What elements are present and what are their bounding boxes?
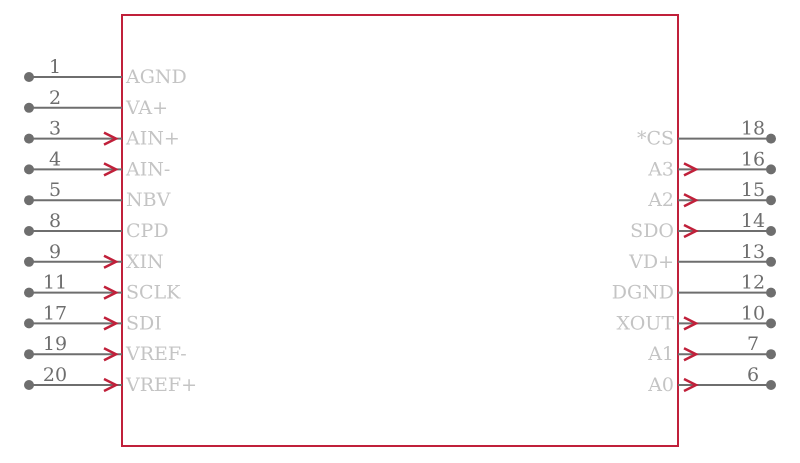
output-arrow-icon [683,347,699,362]
component-body [121,14,679,447]
pin-name: NBV [126,189,171,211]
pin-number: 15 [741,179,765,201]
pin-endpoint-dot [24,226,34,236]
pin-endpoint-dot [24,195,34,206]
pin-number: 13 [741,241,765,263]
pin-name: *CS [637,128,674,150]
pin-number: 6 [747,364,759,386]
pin-number: 3 [49,118,61,140]
input-arrow-icon [103,254,119,269]
pin-9: 9 XIN [24,241,164,273]
pin-name: A0 [647,374,674,396]
pin-name: SDI [126,312,162,334]
output-arrow-icon [683,377,699,393]
pin-endpoint-dot [24,380,34,390]
pin-endpoint-dot [24,318,34,329]
pin-number: 16 [741,148,765,170]
pin-12: 12 DGND [612,272,776,304]
input-arrow-icon [103,162,119,177]
pin-number: 11 [43,272,67,294]
input-arrow-icon [103,347,119,362]
pin-name: SDO [630,220,674,242]
pin-1: 1 AGND [24,56,187,88]
pin-number: 7 [747,333,759,355]
pin-name: SCLK [126,282,181,304]
pin-endpoint-dot [766,133,776,144]
pin-name: AIN+ [125,128,180,150]
pin-3: 3 AIN+ [24,118,180,150]
pin-name: VREF- [125,343,187,365]
pin-number: 9 [49,241,61,263]
pin-endpoint-dot [766,287,776,298]
pin-number: 18 [741,118,765,140]
pin-name: A1 [647,343,674,365]
pin-endpoint-dot [766,256,776,267]
pin-13: 13 VD+ [628,241,776,273]
pin-name: A3 [647,158,674,180]
input-arrow-icon [103,316,119,331]
pin-number: 20 [43,364,67,386]
pin-7: 7 A1 [647,333,776,365]
pin-endpoint-dot [24,287,34,298]
pin-6: 6 A0 [647,364,776,396]
pin-number: 19 [43,333,67,355]
pin-endpoint-dot [24,349,34,360]
pin-name: VREF+ [125,374,197,396]
pin-endpoint-dot [24,164,34,175]
pin-number: 5 [49,179,61,201]
pin-name: VD+ [628,251,674,273]
input-arrow-icon [103,131,119,146]
pin-number: 2 [49,87,61,109]
pin-5: 5 NBV [24,179,171,211]
pin-name: AIN- [125,158,170,180]
pin-16: 16 A3 [647,148,776,180]
pin-14: 14 SDO [630,210,776,242]
input-arrow-icon [103,377,119,393]
pin-endpoint-dot [766,349,776,360]
pin-endpoint-dot [766,195,776,206]
output-arrow-icon [683,193,699,208]
pin-name: DGND [612,282,674,304]
pin-number: 14 [741,210,765,232]
pin-endpoint-dot [24,256,34,267]
pin-15: 15 A2 [647,179,776,211]
pin-10: 10 XOUT [617,302,776,334]
pin-name: A2 [647,189,674,211]
output-arrow-icon [683,316,699,331]
pin-name: XOUT [617,312,675,334]
pin-number: 4 [49,148,61,170]
pin-number: 1 [49,56,61,78]
pin-endpoint-dot [766,164,776,175]
pin-endpoint-dot [24,72,34,82]
pin-2: 2 VA+ [24,87,168,119]
pin-17: 17 SDI [24,302,162,334]
pin-20: 20 VREF+ [24,364,197,396]
pin-number: 12 [741,272,765,294]
pin-number: 8 [49,210,61,232]
pin-19: 19 VREF- [24,333,187,365]
output-arrow-icon [683,162,699,177]
pin-endpoint-dot [766,226,776,236]
pin-number: 17 [43,302,67,324]
pin-name: VA+ [125,97,168,119]
pin-name: XIN [126,251,164,273]
right-pin-group: 18 *CS 16 A3 15 A2 14 SDO 13 VD+ 12 DGND 10 XOUT 7 A1 6 A… [612,118,776,396]
pin-name: CPD [126,220,169,242]
pin-4: 4 AIN- [24,148,170,180]
pin-number: 10 [741,302,765,324]
pin-endpoint-dot [24,133,34,144]
pin-8: 8 CPD [24,210,169,242]
pin-endpoint-dot [24,102,34,113]
output-arrow-icon [683,223,699,239]
pin-endpoint-dot [766,380,776,390]
input-arrow-icon [103,285,119,300]
left-pin-group: 1 AGND 2 VA+ 3 AIN+ 4 AIN- 5 NBV 8 CPD 9 XIN 11 SCLK 17 S… [24,56,197,396]
pin-name: AGND [125,66,187,88]
pin-18: 18 *CS [637,118,776,150]
pin-11: 11 SCLK [24,272,181,304]
pin-endpoint-dot [766,318,776,329]
